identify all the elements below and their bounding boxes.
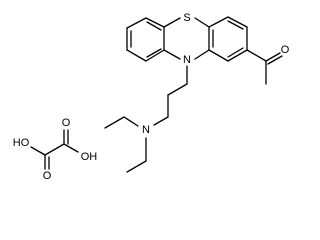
acetyl-oxygen-label: O xyxy=(281,44,290,56)
bond xyxy=(163,17,181,28)
bond xyxy=(265,52,281,62)
bond xyxy=(30,146,46,156)
bonds xyxy=(30,16,283,173)
bond xyxy=(145,49,165,62)
bond xyxy=(126,17,147,29)
bond xyxy=(146,21,162,31)
bond xyxy=(126,160,147,173)
oxalic-hydroxyl-left-label: HO xyxy=(13,137,30,149)
bond xyxy=(44,143,65,156)
bond xyxy=(145,17,165,28)
sulfur-label: S xyxy=(183,12,190,24)
bond xyxy=(63,143,79,153)
oxalic-carbonyl-left-label: O xyxy=(43,170,52,182)
bond xyxy=(246,49,267,62)
bond xyxy=(153,116,169,126)
bond xyxy=(126,49,147,62)
bond xyxy=(194,17,210,28)
atom-labels: S N O N HO O O OH xyxy=(13,12,290,182)
bond xyxy=(104,116,125,129)
bond xyxy=(227,49,248,62)
oxalic-carbonyl-right-label: O xyxy=(62,117,71,129)
bond xyxy=(227,20,244,30)
bond xyxy=(123,116,139,127)
amine-nitrogen-label: N xyxy=(142,124,150,136)
bond xyxy=(208,49,229,62)
bond xyxy=(163,49,181,60)
structure-canvas: S N O N HO O O OH xyxy=(13,12,290,182)
bond xyxy=(227,47,244,58)
bond xyxy=(146,48,162,58)
bond xyxy=(194,49,210,60)
oxalic-hydroxyl-right-label: OH xyxy=(81,151,98,163)
bond xyxy=(167,83,188,96)
bond xyxy=(227,16,248,28)
ring-nitrogen-label: N xyxy=(183,54,191,66)
bond xyxy=(267,55,283,65)
bond xyxy=(208,16,229,28)
